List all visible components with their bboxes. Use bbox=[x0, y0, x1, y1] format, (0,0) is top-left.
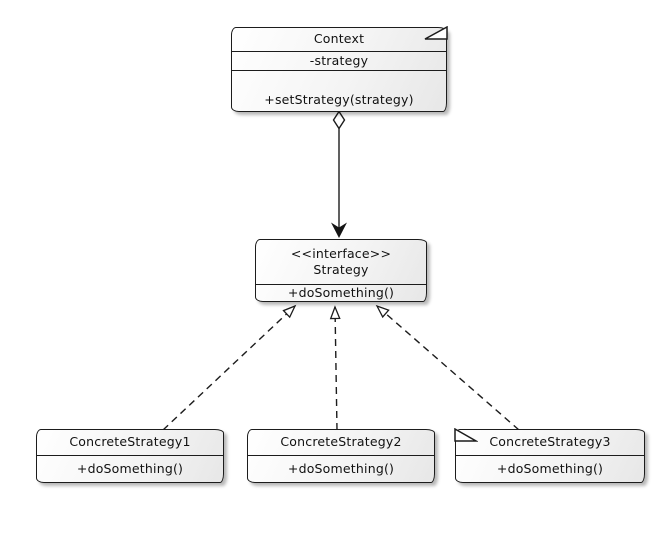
class-name-concretestrategy2: ConcreteStrategy2 bbox=[280, 434, 402, 450]
class-box-concretestrategy3: ConcreteStrategy3 +doSomething() bbox=[454, 428, 645, 483]
page-curl-icon bbox=[454, 428, 478, 442]
method-dosomething-strategy: +doSomething() bbox=[256, 284, 426, 301]
stereotype-interface: <<interface>> bbox=[290, 245, 392, 261]
method-dosomething-concrete2: +doSomething() bbox=[248, 455, 434, 482]
class-name-context: Context bbox=[313, 31, 365, 47]
hollow-diamond-icon bbox=[332, 110, 346, 130]
class-box-context: Context -strategy +setStrategy(strategy) bbox=[231, 26, 448, 112]
filled-arrowhead-icon bbox=[331, 222, 347, 238]
page-curl-icon bbox=[424, 26, 448, 40]
class-box-concretestrategy1: ConcreteStrategy1 +doSomething() bbox=[36, 429, 224, 483]
class-name-concretestrategy3: ConcreteStrategy3 bbox=[489, 434, 611, 450]
method-setstrategy: +setStrategy(strategy) bbox=[232, 70, 446, 111]
realization-connector-concretestrategy1 bbox=[162, 304, 297, 431]
realization-connector-concretestrategy3 bbox=[375, 304, 520, 431]
method-dosomething-concrete1: +doSomething() bbox=[37, 455, 223, 482]
class-box-concretestrategy2: ConcreteStrategy2 +doSomething() bbox=[247, 429, 435, 483]
class-name-strategy: Strategy bbox=[313, 262, 369, 277]
aggregation-connector-context-to-strategy bbox=[331, 110, 347, 238]
class-name-concretestrategy1: ConcreteStrategy1 bbox=[69, 434, 191, 450]
attribute-strategy: -strategy bbox=[232, 51, 446, 70]
realization-connector-concretestrategy2 bbox=[329, 305, 341, 431]
method-dosomething-concrete3: +doSomething() bbox=[456, 455, 644, 482]
strategy-title-compartment: <<interface>> Strategy bbox=[256, 240, 426, 284]
class-box-strategy: <<interface>> Strategy +doSomething() bbox=[255, 239, 427, 302]
